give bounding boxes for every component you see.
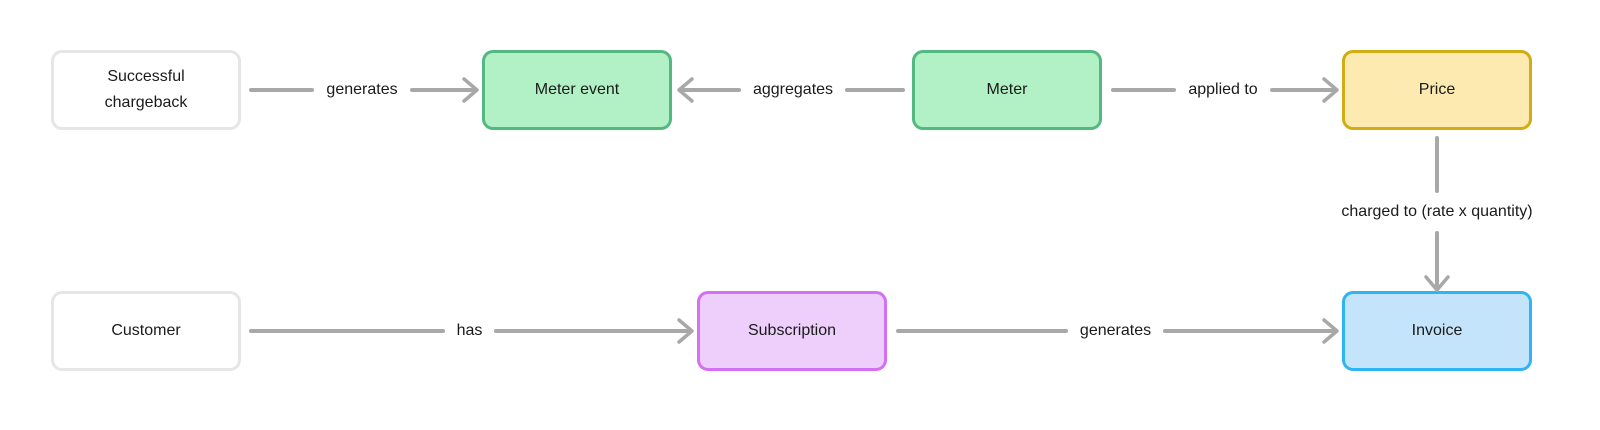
arrowhead-down-icon (1424, 275, 1450, 292)
node-label: Invoice (1411, 322, 1463, 340)
edge-line (1435, 136, 1439, 193)
arrowhead-right-icon (1322, 318, 1339, 344)
edge-label: generates (326, 81, 398, 98)
edge-meter-aggregates-meter-event: aggregates (677, 74, 905, 106)
node-meter-event: Meter event (482, 50, 672, 130)
arrowhead-right-icon (677, 318, 694, 344)
edge-subscription-generates-invoice: generates (896, 315, 1339, 347)
edge-chargeback-generates-meter-event: generates (249, 74, 479, 106)
node-subscription: Subscription (697, 291, 887, 371)
arrowhead-right-icon (1322, 77, 1339, 103)
arrowhead-right-icon (462, 77, 479, 103)
edge-label: charged to (rate x quantity) (1341, 202, 1533, 220)
node-invoice: Invoice (1342, 291, 1532, 371)
edge-line (1111, 88, 1177, 92)
edge-label: aggregates (752, 81, 834, 98)
edge-line (845, 88, 905, 92)
edge-line (1163, 318, 1339, 344)
edge-line (409, 77, 479, 103)
node-meter: Meter (912, 50, 1102, 130)
arrowhead-left-icon (677, 77, 694, 103)
edge-price-charged-to-invoice: charged to (rate x quantity) (1277, 136, 1597, 292)
edge-line (249, 329, 445, 333)
node-label: Price (1418, 81, 1456, 99)
edge-customer-has-subscription: has (249, 315, 694, 347)
edge-line (249, 88, 315, 92)
node-label: Meter (986, 81, 1028, 99)
edge-label: applied to (1188, 81, 1258, 98)
edge-line (896, 329, 1068, 333)
node-label: Subscription (747, 322, 837, 340)
node-label: Customer (111, 322, 181, 340)
edge-line (494, 318, 694, 344)
edge-meter-applied-to-price: applied to (1111, 74, 1339, 106)
edge-label: generates (1079, 322, 1152, 339)
node-label: Successful chargeback (104, 68, 188, 111)
node-successful-chargeback: Successful chargeback (51, 50, 241, 130)
edge-line (677, 77, 741, 103)
node-price: Price (1342, 50, 1532, 130)
node-customer: Customer (51, 291, 241, 371)
edge-label: has (456, 322, 483, 339)
node-label: Meter event (534, 81, 620, 99)
edge-line (1269, 77, 1339, 103)
edge-line (1424, 230, 1450, 292)
